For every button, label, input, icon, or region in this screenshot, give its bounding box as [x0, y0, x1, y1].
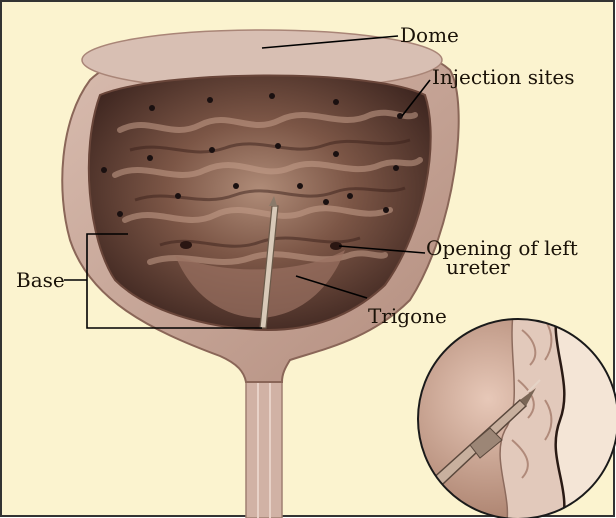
injection-dot: [393, 165, 399, 171]
injection-dot: [347, 193, 353, 199]
injection-dot: [207, 97, 213, 103]
injection-dot: [269, 93, 275, 99]
injection-dot: [209, 147, 215, 153]
injection-dot: [147, 155, 153, 161]
injection-sites-label: Injection sites: [432, 67, 575, 87]
dome-label: Dome: [400, 25, 459, 45]
right-ureter-opening: [180, 241, 192, 249]
injection-dot: [383, 207, 389, 213]
injection-dot: [323, 199, 329, 205]
urethra: [246, 380, 282, 518]
injection-dot: [101, 167, 107, 173]
base-label: Base: [16, 270, 65, 290]
trigone-label: Trigone: [368, 306, 447, 326]
injection-dot: [297, 183, 303, 189]
injection-dot: [175, 193, 181, 199]
injection-dot: [333, 151, 339, 157]
injection-dot: [149, 105, 155, 111]
injection-dot: [275, 143, 281, 149]
opening-left-ureter-label-line2: ureter: [446, 257, 510, 277]
injection-dot: [233, 183, 239, 189]
injection-dot: [117, 211, 123, 217]
injection-dot: [333, 99, 339, 105]
